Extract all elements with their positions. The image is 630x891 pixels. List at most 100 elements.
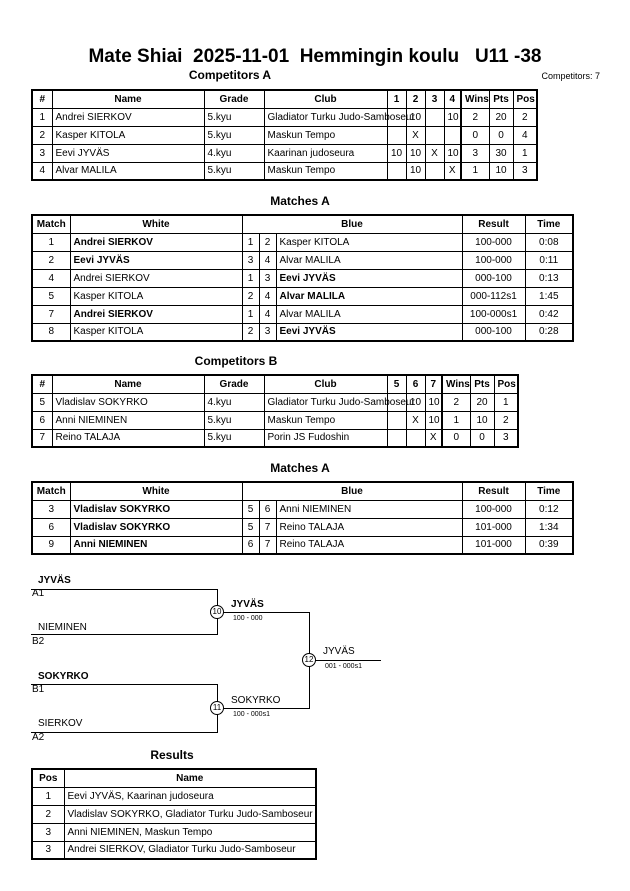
table-header-row: # Name Grade Club 1 2 3 4 Wins Pts Pos [31,89,538,109]
cell-white: Andrei SIERKOV [69,268,243,288]
cell-pts: 20 [488,107,514,127]
cell-time: 0:42 [524,304,574,324]
cell-club: Gladiator Turku Judo-Samboseur [263,107,415,127]
cell-result: 101-000 [461,535,526,555]
cell-name: Eevi JYVÄS, Kaarinan judoseura [63,786,317,806]
bracket-p1-name: JYVÄS [38,575,71,586]
cell-white: Kasper KITOLA [69,286,243,306]
cell-blue: Reino TALAJA [275,517,463,537]
cell-match: 3 [31,499,71,519]
col-time: Time [524,214,574,234]
cell-blue-num: 4 [258,286,277,306]
cell-score-3: X [424,143,445,163]
cell-result: 000-112s1 [461,286,526,306]
cell-wins: 0 [441,428,471,448]
col-white: White [69,214,243,234]
col-pos: Pos [512,89,538,109]
cell-time: 0:12 [524,499,574,519]
cell-wins: 0 [460,125,490,145]
bracket-match-12-marker: 12 [302,653,316,667]
cell-grade: 5.kyu [203,428,265,448]
competitors-a-heading: Competitors A [188,68,272,82]
cell-name: Anni NIEMINEN [51,410,205,430]
cell-num: 7 [31,428,53,448]
table-header-row: Match White Blue Result Time [31,481,574,501]
cell-white-num: 5 [241,517,260,537]
bracket-p3-seed: B1 [32,684,45,695]
cell-name: Vladislav SOKYRKO [51,392,205,412]
cell-pos: 3 [493,428,519,448]
bracket-p3-name: SOKYRKO [38,671,89,682]
cell-score-7: 10 [424,410,443,430]
cell-club: Maskun Tempo [263,125,388,145]
cell-pos: 1 [31,786,65,806]
cell-name: Alvar MALILA [51,161,205,181]
cell-club: Maskun Tempo [263,161,388,181]
cell-score-3 [424,125,445,145]
cell-club: Kaarinan judoseura [263,143,388,163]
col-club: Club [263,374,388,394]
bracket-match-10-marker: 10 [210,605,224,619]
col-time: Time [524,481,574,501]
cell-white-num: 2 [241,322,260,342]
cell-wins: 2 [460,107,490,127]
cell-club: Gladiator Turku Judo-Samboseur [263,392,415,412]
cell-score-4 [443,125,462,145]
cell-time: 0:13 [524,268,574,288]
cell-pos: 2 [31,804,65,824]
cell-name: Andrei SIERKOV [51,107,205,127]
cell-white-num: 6 [241,535,260,555]
col-score-6: 6 [405,374,426,394]
col-pos: Pos [493,374,519,394]
cell-blue-num: 7 [258,517,277,537]
col-name: Name [63,768,317,788]
cell-result: 100-000 [461,250,526,270]
bracket-m10-winner: JYVÄS [231,599,264,610]
cell-num: 4 [31,161,53,181]
cell-score-5 [386,428,407,448]
cell-blue: Kasper KITOLA [275,232,463,252]
cell-pts: 30 [488,143,514,163]
matches-a-heading: Matches A [270,194,330,208]
col-pos: Pos [31,768,65,788]
cell-pos: 3 [31,840,65,860]
cell-result: 100-000 [461,499,526,519]
col-wins: Wins [460,89,490,109]
cell-match: 1 [31,232,71,252]
cell-club: Maskun Tempo [263,410,388,430]
bracket-m10-score: 100 - 000 [233,615,263,622]
cell-result: 100-000 [461,232,526,252]
cell-club: Porin JS Fudoshin [263,428,388,448]
cell-grade: 5.kyu [203,125,265,145]
cell-score-4: X [443,161,462,181]
cell-white-num: 5 [241,499,260,519]
cell-name: Kasper KITOLA [51,125,205,145]
col-grade: Grade [203,89,265,109]
results-heading: Results [150,748,194,762]
cell-time: 1:45 [524,286,574,306]
cell-result: 000-100 [461,322,526,342]
col-score-7: 7 [424,374,443,394]
cell-name: Eevi JYVÄS [51,143,205,163]
col-name: Name [51,89,205,109]
cell-blue: Alvar MALILA [275,250,463,270]
cell-white: Andrei SIERKOV [69,232,243,252]
cell-blue: Alvar MALILA [275,286,463,306]
cell-blue: Alvar MALILA [275,304,463,324]
cell-name: Anni NIEMINEN, Maskun Tempo [63,822,317,842]
cell-match: 5 [31,286,71,306]
col-result: Result [461,214,526,234]
cell-score-4: 10 [443,107,462,127]
